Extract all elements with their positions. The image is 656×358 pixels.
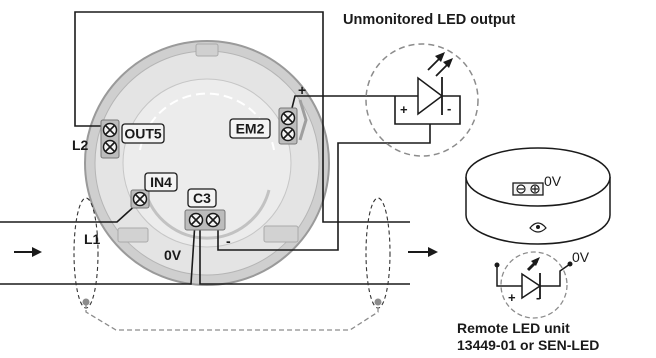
label-led-plus: + <box>400 102 408 117</box>
led-diode-icon <box>417 76 444 116</box>
label-c3-minus: - <box>226 233 231 249</box>
wire-0v-left <box>0 221 196 285</box>
label-out5: OUT5 <box>124 126 162 142</box>
input-arrow <box>14 247 42 257</box>
remote-light-emission-icon <box>526 257 540 272</box>
caption-remote-led-unit-line1: Remote LED unit <box>457 320 570 336</box>
cable-screens <box>73 197 391 331</box>
terminal-labels: OUT5 EM2 IN4 C3 <box>121 118 271 208</box>
remote-led-unit: 0V + - 0V Remote LED unit 13449-01 or SE… <box>457 147 611 353</box>
unmonitored-led-output: Unmonitored LED output + - <box>343 12 516 157</box>
label-c3: C3 <box>193 190 211 206</box>
label-remote-led-minus: - <box>536 290 540 305</box>
label-em2-plus: + <box>298 82 306 98</box>
wire-led-negative <box>217 124 431 251</box>
terminal-in4 <box>130 189 150 209</box>
detector-base <box>84 40 330 286</box>
label-remote-0v-bottom: 0V <box>572 249 590 265</box>
remote-lens-icon <box>529 222 547 233</box>
terminal-c3 <box>184 209 226 231</box>
label-l1: L1 <box>84 231 101 247</box>
title-unmonitored-led-output: Unmonitored LED output <box>343 12 516 28</box>
terminal-em2 <box>278 107 298 145</box>
label-0v-left: 0V <box>164 247 182 263</box>
label-l2: L2 <box>72 137 89 153</box>
caption-remote-led-unit-line2: 13449-01 or SEN-LED <box>457 337 599 353</box>
label-in4: IN4 <box>150 174 172 190</box>
terminal-screws <box>100 107 298 231</box>
light-emission-icon <box>427 52 453 77</box>
label-em2: EM2 <box>236 121 265 137</box>
label-led-minus: - <box>447 101 451 116</box>
output-arrow <box>408 247 438 257</box>
wire-0v-right <box>199 222 410 285</box>
terminal-out5 <box>100 119 120 159</box>
label-remote-0v-top: 0V <box>544 173 562 189</box>
remote-led-diode-icon <box>521 272 542 300</box>
wire-l1 <box>0 201 140 223</box>
label-remote-led-plus: + <box>508 290 516 305</box>
